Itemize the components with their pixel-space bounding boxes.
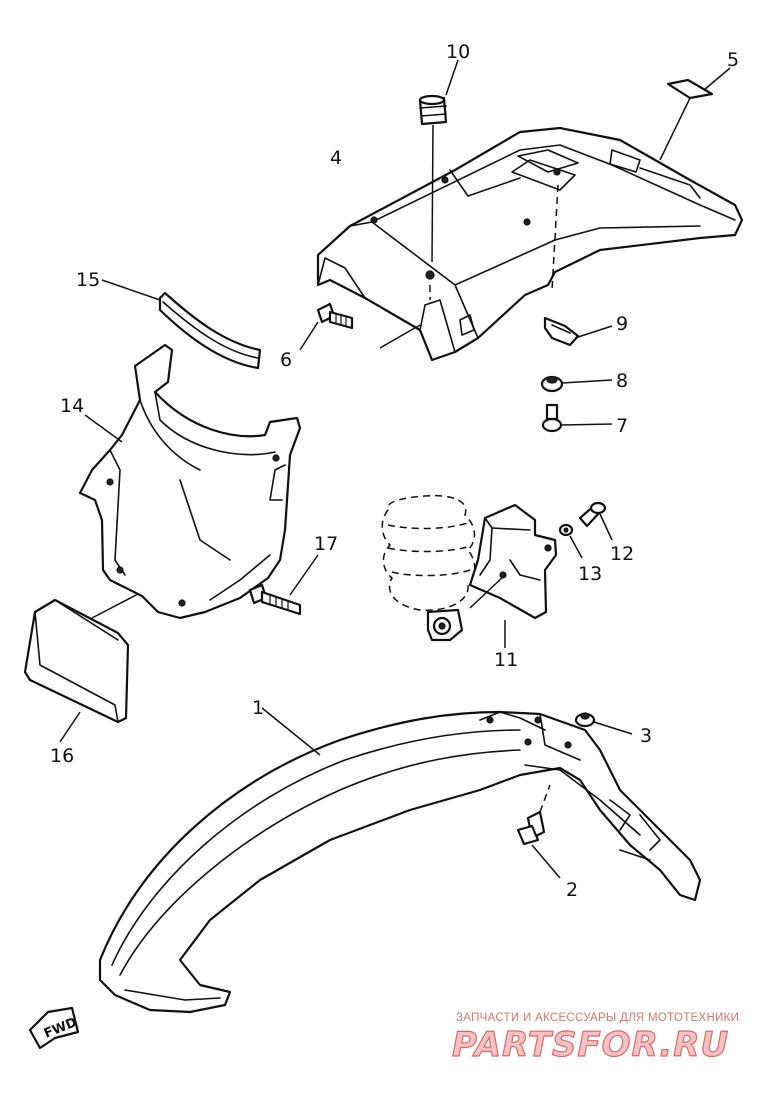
callout-16: 16 xyxy=(50,745,74,767)
part-14-inner-fender xyxy=(78,343,302,620)
callout-2: 2 xyxy=(566,879,578,901)
part-7-bolt xyxy=(541,403,613,433)
part-8-nut xyxy=(540,375,613,393)
fwd-arrow: FWD xyxy=(28,1006,79,1050)
part-10-grommet xyxy=(418,59,459,263)
callout-7: 7 xyxy=(616,415,628,437)
callout-12: 12 xyxy=(610,543,634,565)
part-2-bolt xyxy=(516,784,561,879)
part-1-front-fender xyxy=(98,707,702,1014)
callout-15: 15 xyxy=(76,269,100,291)
part-3-nut xyxy=(574,712,633,735)
part-4-rear-fender-base xyxy=(316,126,744,362)
callout-1: 1 xyxy=(252,697,264,719)
part-17-bolt xyxy=(248,554,319,616)
shock-absorber-reference xyxy=(381,494,476,642)
callout-5: 5 xyxy=(727,49,739,71)
callout-3: 3 xyxy=(640,725,652,747)
callout-13: 13 xyxy=(578,563,602,585)
part-15-strip xyxy=(101,279,262,370)
callout-11: 11 xyxy=(494,649,518,671)
watermark-tagline: ЗАПЧАСТИ И АКСЕССУАРЫ ДЛЯ МОТОТЕХНИКИ xyxy=(456,1012,739,1024)
part-11-bracket xyxy=(468,503,558,648)
part-13-washer xyxy=(558,523,583,559)
callout-8: 8 xyxy=(616,370,628,392)
callout-17: 17 xyxy=(314,533,338,555)
callout-10: 10 xyxy=(446,41,470,63)
watermark: ЗАПЧАСТИ И АКСЕССУАРЫ ДЛЯ МОТОТЕХНИКИ PA… xyxy=(451,1012,739,1066)
watermark-brand: PARTSFOR.RU xyxy=(452,1025,729,1065)
callout-labels: 1 2 3 4 5 6 7 8 9 10 11 12 13 14 15 16 1… xyxy=(50,41,739,901)
part-5-pad xyxy=(659,67,731,161)
callout-6: 6 xyxy=(280,349,292,371)
part-6-bolt xyxy=(299,302,354,351)
part-16-flap xyxy=(23,593,139,743)
callout-9: 9 xyxy=(616,313,628,335)
part-9-clip-nut xyxy=(543,316,613,347)
callout-14: 14 xyxy=(60,395,84,417)
part-12-bolt xyxy=(578,501,613,541)
callout-4: 4 xyxy=(330,147,342,169)
